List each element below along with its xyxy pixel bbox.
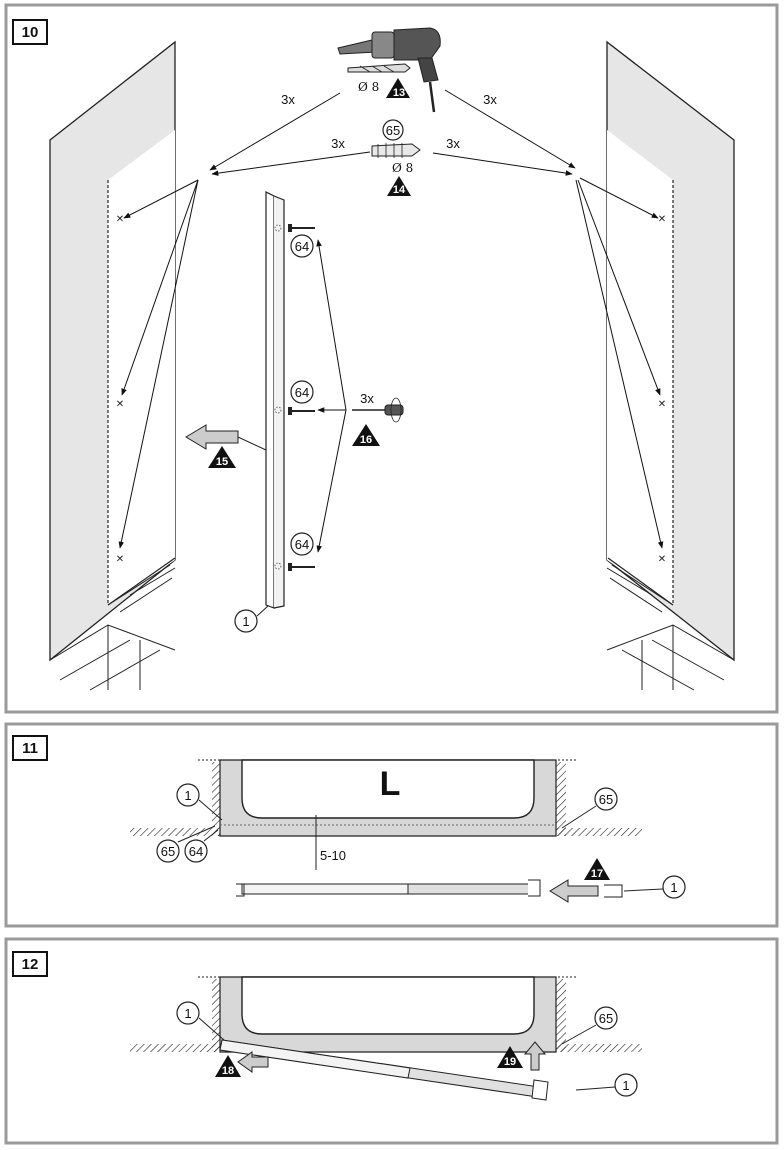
part-callout [594,1006,618,1030]
panel-number: 10 [22,24,39,41]
part-callout [382,119,404,141]
panel-number-box [12,735,48,761]
part-callout [290,380,314,404]
hole-mark-icon: ✕ [116,399,124,410]
shower-tray [219,759,557,837]
svg-text:15: 15 [216,456,228,468]
arrow-left-icon [549,879,599,903]
wall-plug-icon [371,143,421,158]
part-callout [156,839,180,863]
end-cap [604,884,623,898]
part-callout [662,875,686,899]
quantity-label: 3x [446,136,460,151]
bottom-profile [236,879,541,897]
screwdriver-arrows [316,239,347,553]
panel-number: 12 [22,956,39,973]
part-callout [176,1001,200,1025]
panel-number: 11 [22,740,38,757]
step-16-badge: 16 [352,424,380,446]
part-number-65: 65 [386,123,400,138]
part-callout [290,532,314,556]
arrow-left-icon [185,424,267,451]
arrow-left-icon [237,1051,269,1073]
hole-mark-icon: ✕ [658,214,666,225]
right-wall: ✕ ✕ ✕ [606,40,735,691]
drill-bit-icon [347,63,411,73]
part-number-1: 1 [184,1006,191,1021]
wall-profile [265,191,285,609]
panel-12: 12 1 65 18 [4,937,779,1145]
left-wall: ✕ ✕ ✕ [49,40,176,691]
quantity-label: 3x [281,92,295,107]
hole-mark-icon: ✕ [658,399,666,410]
right-wall-section [556,979,642,1052]
part-number-1: 1 [670,880,677,895]
part-number-64: 64 [189,844,203,859]
step-19-badge: 19 [497,1046,523,1068]
gap-dimension: 5-10 [320,848,346,863]
left-wall-section [130,762,221,836]
direction-arrows [118,89,664,549]
step-18-badge: 18 [215,1055,241,1077]
quantity-label: 3x [360,391,374,406]
part-number-65: 65 [599,792,613,807]
screw-icon [288,563,315,571]
svg-text:13: 13 [393,87,405,99]
arrow-up-icon [523,1041,547,1071]
svg-text:16: 16 [360,434,372,446]
tray-letter: L [380,765,401,803]
step-14-badge: 14 [387,176,411,196]
part-callout [594,787,618,811]
hole-mark-icon: ✕ [116,554,124,565]
panel-10: 10 ✕ ✕ ✕ ✕ ✕ ✕ [4,3,779,714]
tilted-bottom-profile [219,1039,549,1101]
panel-11: 11 L 5-10 1 65 64 65 [4,722,779,928]
part-callout [290,234,314,258]
left-wall-section [130,979,220,1052]
part-number-64: 64 [295,537,309,552]
part-callout [184,839,208,863]
screw-icon [288,407,315,415]
part-number-1: 1 [184,788,191,803]
plug-diameter: Ø 8 [392,161,413,175]
step-13-badge: 13 [386,78,410,99]
hole-mark-icon: ✕ [116,214,124,225]
svg-text:18: 18 [222,1065,234,1077]
part-number-1: 1 [242,614,249,629]
part-callout [176,783,200,807]
shower-tray [219,976,557,1053]
screw-icon [288,224,315,232]
svg-text:19: 19 [504,1056,516,1068]
part-number-64: 64 [295,239,309,254]
drill-diameter: Ø 8 [358,80,379,94]
panel-number-box [12,951,48,977]
quantity-label: 3x [331,136,345,151]
svg-text:14: 14 [393,184,406,196]
svg-text:17: 17 [591,868,603,880]
step-17-badge: 17 [584,858,610,880]
drill-icon [337,27,441,113]
part-callout [614,1073,638,1097]
part-number-65: 65 [161,844,175,859]
right-wall-section [556,762,642,836]
screwdriver-icon [352,397,404,423]
quantity-label: 3x [483,92,497,107]
part-number-65: 65 [599,1011,613,1026]
hole-mark-icon: ✕ [658,554,666,565]
part-number-64: 64 [295,385,309,400]
part-callout [234,609,258,633]
part-number-1: 1 [622,1078,629,1093]
step-15-badge: 15 [208,446,236,468]
panel-number-box [12,19,48,45]
